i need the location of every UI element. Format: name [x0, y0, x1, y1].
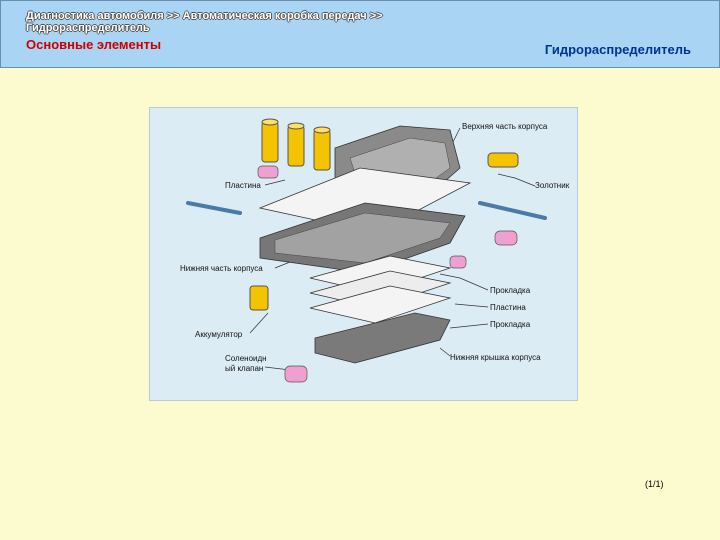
section-title: Основные элементы	[26, 37, 161, 52]
label-solenoid-line1: Соленоидн	[225, 354, 267, 363]
breadcrumb[interactable]: Диагностика автомобиля >> Автоматическая…	[26, 10, 466, 34]
label-lower-body: Нижняя часть корпуса	[180, 264, 263, 273]
label-accumulator: Аккумулятор	[195, 330, 242, 339]
accumulator-part	[250, 286, 268, 310]
page-indicator: (1/1)	[645, 479, 664, 489]
label-upper-body: Верхняя часть корпуса	[462, 122, 547, 131]
page-title: Гидрораспределитель	[545, 42, 691, 57]
label-plate-mid: Пластина	[490, 303, 526, 312]
valve-body-diagram: Верхняя часть корпуса Пластина Золотник …	[149, 107, 578, 401]
label-spool: Золотник	[535, 181, 569, 190]
label-gasket-2: Прокладка	[490, 320, 530, 329]
label-lower-cover: Нижняя крышка корпуса	[450, 353, 541, 362]
label-plate-top: Пластина	[225, 181, 261, 190]
header-bar: Диагностика автомобиля >> Автоматическая…	[0, 0, 720, 68]
spool-part	[488, 153, 518, 167]
label-gasket-1: Прокладка	[490, 286, 530, 295]
label-solenoid-line2: ый клапан	[225, 364, 263, 373]
accumulator-cylinders	[262, 119, 330, 170]
